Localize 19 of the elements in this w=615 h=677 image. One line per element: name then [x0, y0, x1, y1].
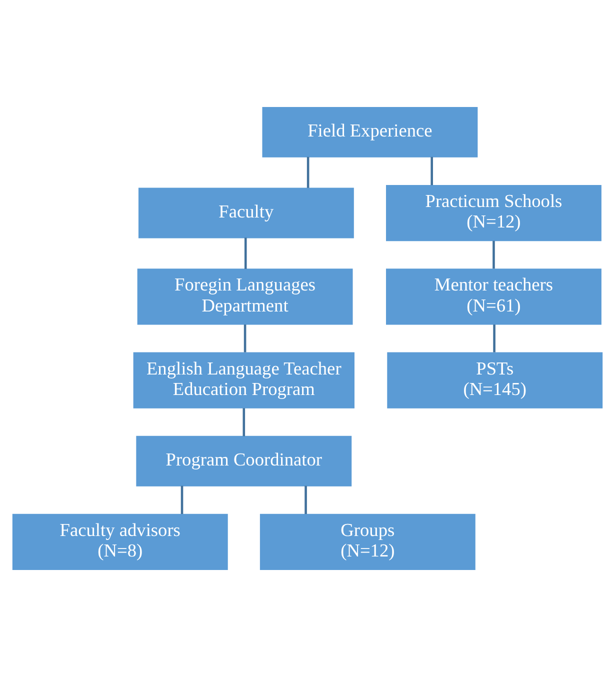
node-box: PSTs (N=145): [387, 352, 603, 408]
node-box: Groups (N=12): [260, 514, 476, 570]
connector: [180, 486, 184, 514]
connector: [430, 156, 433, 186]
connector: [244, 324, 246, 352]
connector: [304, 486, 307, 514]
connector: [492, 240, 495, 269]
node-box: Faculty: [138, 188, 354, 238]
node-box: English Language Teacher Education Program: [133, 352, 354, 408]
connector: [306, 156, 310, 188]
connector: [244, 238, 247, 269]
node-box: Program Coordinator: [136, 436, 352, 486]
node-box: Faculty advisors (N=8): [12, 514, 228, 570]
connector: [242, 408, 246, 436]
node-box: Foregin Languages Department: [137, 268, 353, 325]
node-box: Mentor teachers (N=61): [386, 268, 602, 325]
connector: [493, 324, 496, 352]
node-box: Practicum Schools (N=12): [386, 184, 602, 242]
node-box: Field Experience: [262, 107, 478, 158]
